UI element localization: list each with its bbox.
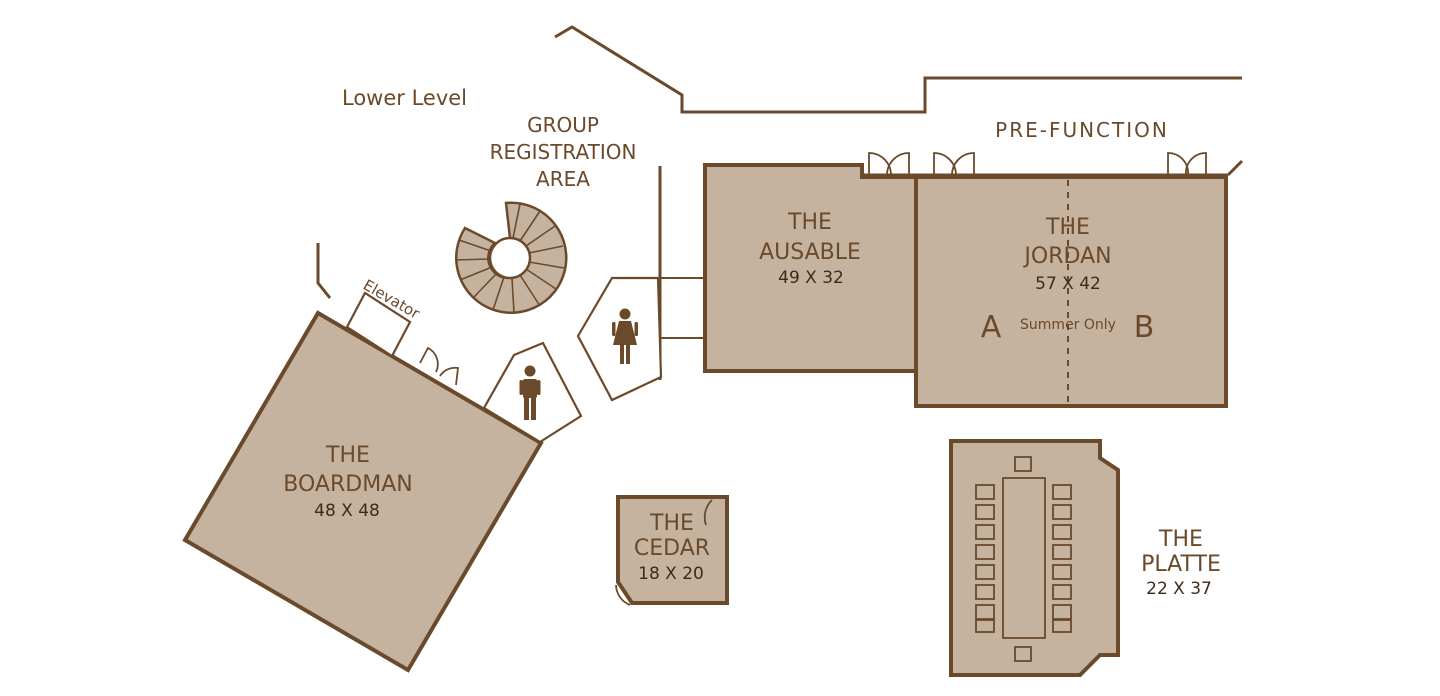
exterior-wall-top — [554, 25, 1242, 114]
room-ausable-dims: 49 X 32 — [778, 268, 844, 288]
exterior-wall-left-stub — [316, 243, 332, 299]
prefunction-label: PRE-FUNCTION — [995, 118, 1169, 142]
prefunction-wall-end — [1226, 159, 1244, 177]
level-label: Lower Level — [342, 86, 467, 110]
room-jordan-label-2: JORDAN — [1022, 244, 1111, 269]
double-door-icon — [1167, 152, 1207, 176]
double-door-icon — [933, 152, 975, 176]
room-jordan-section-a: A — [981, 310, 1002, 345]
room-ausable-label-2: AUSABLE — [759, 240, 861, 265]
conference-table-icon — [975, 456, 1072, 662]
room-cedar-label-2: CEDAR — [634, 536, 710, 561]
staircase-icon — [454, 201, 568, 314]
room-platte-label-2: PLATTE — [1141, 552, 1221, 577]
double-door-icon — [868, 152, 910, 176]
room-platte-dims: 22 X 37 — [1146, 579, 1212, 599]
room-cedar-label-1: THE — [649, 511, 694, 536]
room-jordan-section-b: B — [1134, 310, 1155, 345]
elevator-box — [345, 291, 412, 358]
cedar-door-arc — [703, 499, 713, 526]
room-jordan-label-1: THE — [1045, 215, 1090, 240]
room-jordan-dims: 57 X 42 — [1035, 274, 1101, 294]
restroom-men-icon — [519, 365, 541, 420]
double-door-icon — [419, 346, 459, 386]
room-boardman[interactable] — [182, 310, 544, 673]
room-jordan-note: Summer Only — [1020, 317, 1116, 333]
group-registration-label-2: REGISTRATION — [490, 140, 637, 164]
room-jordan[interactable] — [914, 175, 1228, 408]
room-boardman-label-2: BOARDMAN — [283, 472, 412, 497]
group-registration-label-1: GROUP — [527, 113, 599, 137]
room-boardman-label-1: THE — [325, 443, 370, 468]
group-registration-label-3: AREA — [536, 167, 590, 191]
cedar-door-arc-lower — [615, 584, 631, 606]
restroom-women-icon — [612, 308, 638, 364]
room-platte-label-1: THE — [1158, 527, 1203, 552]
room-cedar[interactable] — [616, 495, 729, 605]
room-ausable-label-1: THE — [787, 210, 832, 235]
room-boardman-dims: 48 X 48 — [314, 501, 380, 521]
room-cedar-dims: 18 X 20 — [638, 564, 704, 584]
